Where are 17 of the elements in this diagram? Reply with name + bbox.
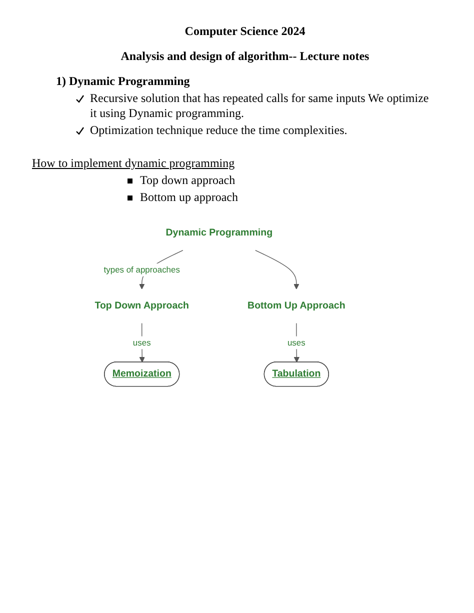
node-text: Top Down Approach xyxy=(94,300,190,312)
subtitle: Analysis and design of algorithm-- Lecture notes xyxy=(120,49,370,64)
node-text: Bottom Up Approach xyxy=(248,300,346,312)
arrow xyxy=(255,250,300,290)
list-item: Optimization technique reduce the time complexities. xyxy=(90,123,348,138)
section-heading: 1) Dynamic Programming xyxy=(56,74,191,89)
section-heading: How to implement dynamic programming xyxy=(32,156,236,171)
node-text: Dynamic Programming xyxy=(166,227,273,238)
arrow xyxy=(294,322,300,362)
edge-label: uses xyxy=(287,338,306,348)
edge-label: types of approaches xyxy=(104,264,180,274)
edge-label: uses xyxy=(132,338,151,348)
list-item: Top down approach xyxy=(140,173,236,188)
title: Computer Science 2024 xyxy=(184,24,306,39)
list-item: Recursive solution that has repeated calls for same inputs We optimize it using Dynamic programming. xyxy=(90,91,430,121)
list-item: Bottom up approach xyxy=(140,190,238,205)
arrow xyxy=(139,322,145,362)
